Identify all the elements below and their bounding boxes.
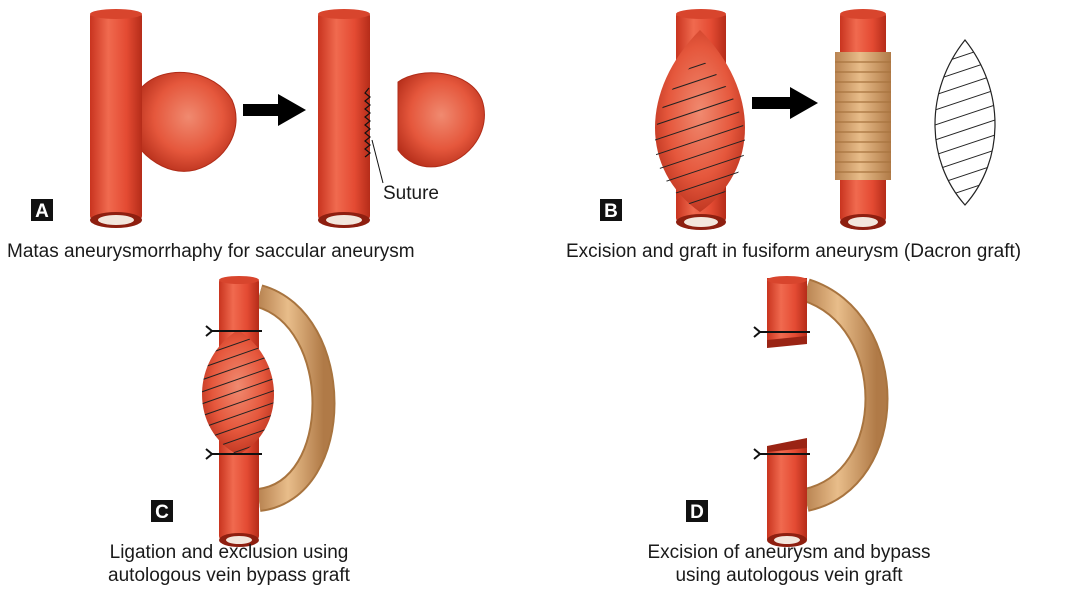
sutured-artery: [318, 9, 383, 228]
proximal-artery-stump: [754, 276, 810, 348]
badge-d-letter: D: [690, 502, 704, 523]
caption-b: Excision and graft in fusiform aneurysm …: [566, 241, 1021, 262]
badge-d: D: [686, 500, 708, 523]
artery-with-dacron-graft: [835, 9, 891, 230]
excised-aneurysm-wall: [920, 40, 1010, 220]
vein-bypass-graft-d: [806, 290, 877, 500]
caption-c-line2: autologous vein bypass graft: [108, 565, 351, 586]
badge-a-letter: A: [35, 201, 49, 222]
suture-label: Suture: [383, 183, 439, 204]
caption-d-line1: Excision of aneurysm and bypass: [647, 542, 930, 563]
panel-d: [754, 276, 877, 547]
badge-a: A: [31, 199, 53, 222]
caption-a: Matas aneurysmorrhaphy for saccular aneu…: [7, 241, 415, 262]
caption-c-line1: Ligation and exclusion using: [110, 542, 349, 563]
caption-d-line2: using autologous vein graft: [675, 565, 903, 586]
badge-b: B: [600, 199, 622, 222]
panel-b: [640, 9, 1010, 235]
arrow-a: [243, 94, 306, 126]
artery-with-fusiform-aneurysm: [640, 9, 760, 235]
badge-c-letter: C: [155, 502, 169, 523]
badge-b-letter: B: [604, 201, 618, 222]
arrow-b: [752, 87, 818, 119]
panel-c: [190, 276, 324, 547]
excised-aneurysm-sac: [398, 73, 484, 167]
distal-artery-stump: [754, 438, 810, 547]
artery-with-saccular-aneurysm: [90, 9, 236, 228]
badge-c: C: [151, 500, 173, 523]
